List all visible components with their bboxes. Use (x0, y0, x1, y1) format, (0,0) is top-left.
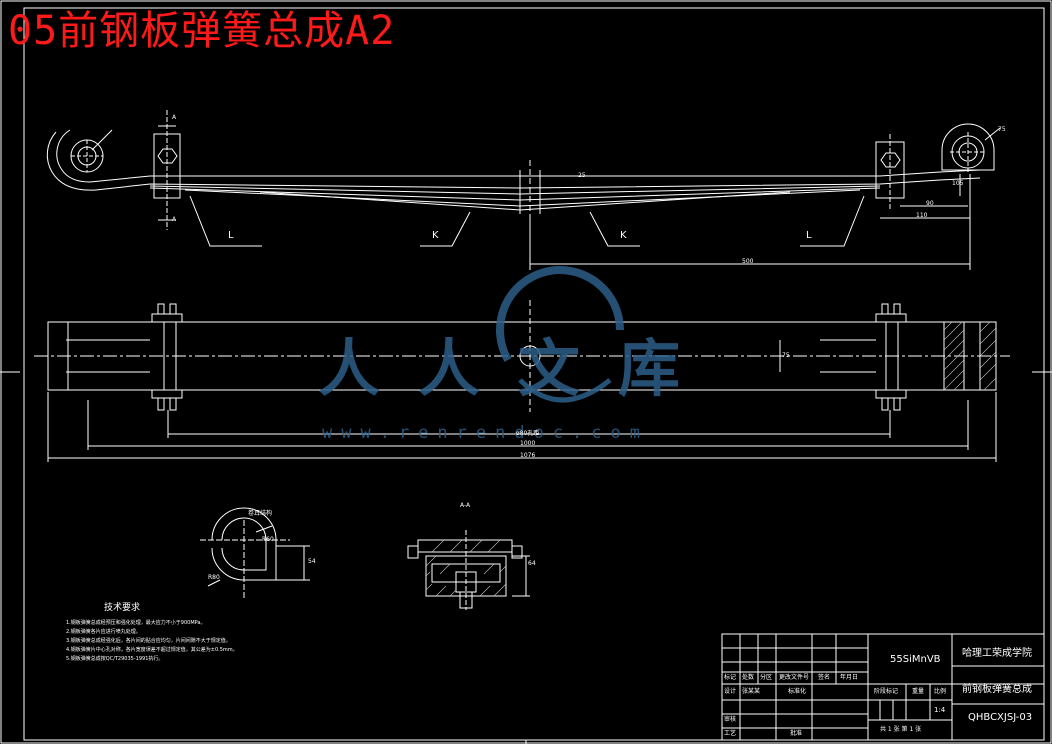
section-view-label: A-A (460, 502, 471, 509)
title-block-grid (721, 633, 1045, 741)
dimension-text: 64 (528, 560, 536, 567)
dimension-text: 25 (578, 172, 586, 179)
note-item: 2.钢板弹簧各片应进行喷丸处理。 (66, 629, 141, 635)
watermark-url: www.renrendoc.com (322, 423, 649, 443)
detail-view-label: 卷耳结构 (248, 510, 273, 517)
front-view (46, 110, 1001, 270)
dimension-text: 110 (916, 212, 928, 219)
eye-detail-view (200, 507, 310, 600)
zone-label: L (228, 230, 234, 241)
scale-value: 1:4 (934, 706, 946, 714)
dimension-text: 75 (782, 352, 790, 359)
section-cut-mark: A (172, 216, 177, 223)
dimension-text: R60 (262, 536, 274, 543)
zone-label: K (620, 230, 627, 241)
note-item: 3.钢板弹簧总成经强化后，各片间的贴合应均匀，片间间隙不大于规定值。 (66, 638, 231, 644)
title-block-header: 分区 (760, 674, 773, 681)
dimension-text: 500 (742, 258, 754, 265)
dimension-text: ø80孔距 (516, 430, 540, 437)
title-block-row-label: 工艺 (724, 730, 737, 737)
title-block-header: 更改文件号 (779, 674, 810, 681)
dimension-text: 1000 (520, 440, 536, 447)
dimension-text: R80 (208, 574, 220, 581)
note-item: 4.钢板弹簧片中心孔对称，各片宽度误差不超过规定值，其公差为±0.5mm。 (66, 647, 238, 653)
title-block-row-label: 设计 (724, 688, 737, 695)
drawing-number: QHBCXJSJ-03 (968, 712, 1033, 723)
top-view (34, 300, 1010, 462)
note-item: 1.钢板弹簧总成经预压和强化处理，最大应力不小于900MPa。 (66, 620, 206, 626)
stage-label: 阶段标记 (874, 688, 899, 695)
watermark-text: 人人文库 (318, 332, 719, 405)
sheet-count: 共 1 张 第 1 张 (880, 726, 922, 733)
sheet-title: 05前钢板弹簧总成A2 (8, 8, 396, 54)
section-view-aa (407, 530, 530, 610)
designer-name: 张某某 (742, 688, 761, 695)
note-item: 5.钢板弹簧总成按QC/T29035-1991执行。 (66, 656, 164, 662)
stage-label: 比例 (934, 688, 947, 695)
title-block-header: 年月日 (840, 674, 859, 681)
school-name: 哈理工荣成学院 (962, 648, 1032, 659)
title-block-header: 签名 (818, 674, 831, 681)
title-block-row-label: 审核 (724, 716, 737, 723)
watermark-logo (496, 266, 624, 403)
material-name: 55SiMnVB (890, 654, 941, 665)
section-cut-mark: A (172, 114, 177, 121)
part-name: 前钢板弹簧总成 (962, 684, 1032, 695)
zone-label: L (806, 230, 812, 241)
notes-heading: 技术要求 (104, 603, 141, 613)
zone-label: K (432, 230, 439, 241)
title-block-row-label: 标准化 (788, 688, 807, 695)
stage-label: 重量 (912, 688, 925, 695)
dimension-text: 105 (952, 180, 964, 187)
dimension-text: 75 (998, 126, 1006, 133)
dimension-text: 90 (926, 200, 934, 207)
title-block-header: 标记 (724, 674, 737, 681)
title-block-header: 处数 (742, 674, 755, 681)
dimension-text: 1076 (520, 452, 536, 459)
dimension-text: 54 (308, 558, 316, 565)
title-block-row-label: 批准 (790, 730, 803, 737)
